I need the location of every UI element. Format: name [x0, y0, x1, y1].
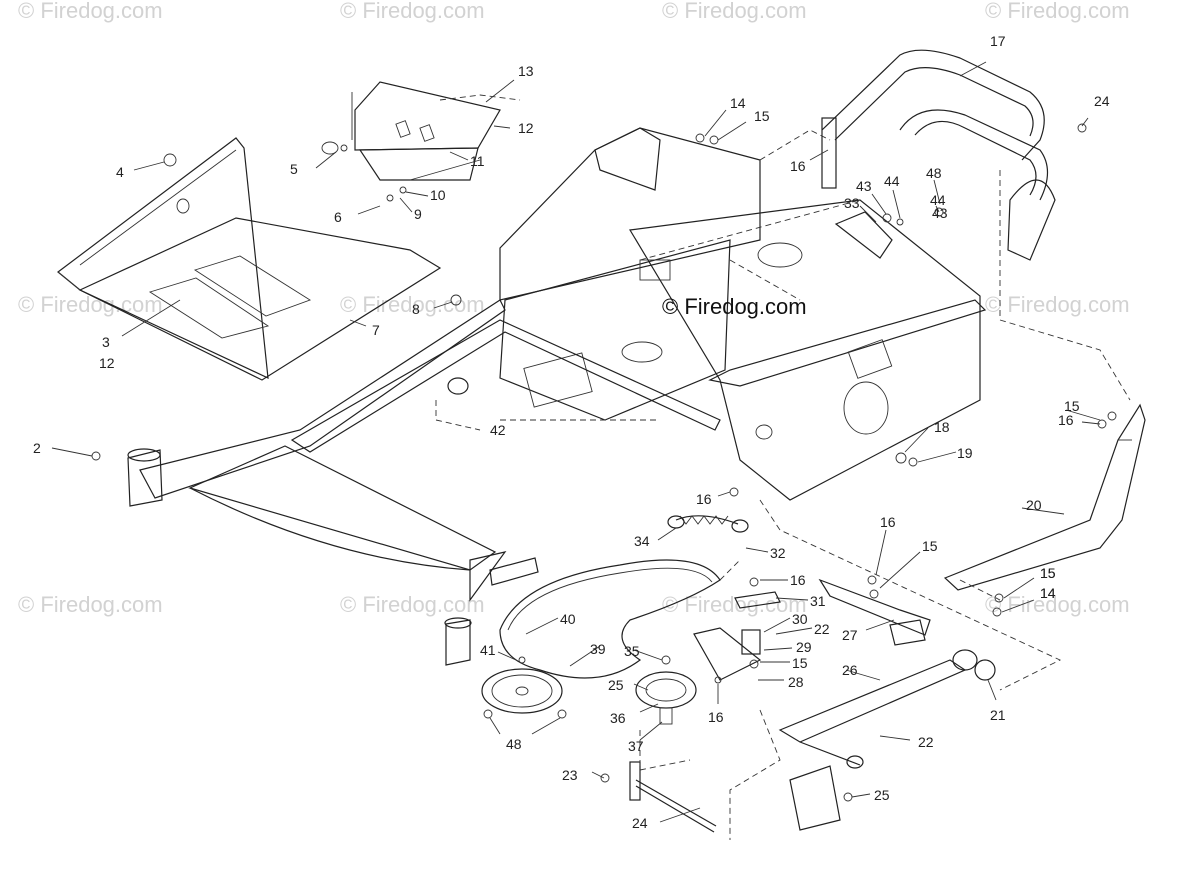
callout-label: 23 — [562, 767, 578, 783]
watermark-text: © Firedog.com — [340, 292, 485, 317]
callout-label: 9 — [414, 206, 422, 222]
callout-label: 26 — [842, 662, 858, 678]
callout-label: 16 — [708, 709, 724, 725]
callout-label: 31 — [810, 593, 826, 609]
callout-label: 25 — [874, 787, 890, 803]
watermark-text: © Firedog.com — [662, 592, 807, 617]
callout-label: 8 — [412, 301, 420, 317]
rear-pin — [629, 761, 841, 833]
side-bracket — [943, 403, 1146, 591]
callout-label: 40 — [560, 611, 576, 627]
callout-label: 37 — [628, 738, 644, 754]
watermark-text: © Firedog.com — [985, 292, 1130, 317]
callout-label: 22 — [814, 621, 830, 637]
callout-label: 15 — [754, 108, 770, 124]
callout-label: 20 — [1026, 497, 1042, 513]
callout-label: 15 — [922, 538, 938, 554]
callout-label: 30 — [792, 611, 808, 627]
callout-label: 16 — [696, 491, 712, 507]
callout-label: 12 — [518, 120, 534, 136]
callout-label: 36 — [610, 710, 626, 726]
drive-belt — [499, 559, 721, 679]
watermark-text: © Firedog.com — [18, 0, 163, 23]
callout-label: 16 — [880, 514, 896, 530]
callout-label: 42 — [490, 422, 506, 438]
callout-label: 44 — [884, 173, 900, 189]
callout-label: 35 — [624, 643, 640, 659]
callout-label: 17 — [990, 33, 1006, 49]
watermark-text: © Firedog.com — [985, 0, 1130, 23]
floor-pan — [57, 137, 442, 381]
callout-label: 15 — [792, 655, 808, 671]
callout-label: 11 — [470, 153, 485, 169]
watermark-text: © Firedog.com — [340, 0, 485, 23]
center-watermark: © Firedog.com — [662, 294, 807, 319]
callout-label: 34 — [634, 533, 650, 549]
callout-label: 14 — [1040, 585, 1056, 601]
callout-label: 25 — [608, 677, 624, 693]
callout-label: 4 — [116, 164, 124, 180]
callout-labels: 17 24 13 14 15 12 11 16 5 10 48 44 43 44… — [33, 33, 1110, 831]
callout-label: 24 — [632, 815, 648, 831]
callout-label: 28 — [788, 674, 804, 690]
watermark-text: © Firedog.com — [340, 592, 485, 617]
callout-label: 5 — [290, 161, 298, 177]
pulley-small — [635, 671, 697, 725]
watermark-text: © Firedog.com — [18, 592, 163, 617]
callout-label: 15 — [1040, 565, 1056, 581]
pulley-large — [481, 668, 563, 714]
callout-label: 39 — [590, 641, 606, 657]
lower-axle — [778, 578, 996, 769]
callout-label: 7 — [372, 322, 380, 338]
callout-label: 12 — [99, 355, 115, 371]
callout-label: 10 — [430, 187, 446, 203]
callout-label: 48 — [926, 165, 942, 181]
callout-label: 33 — [844, 195, 860, 211]
watermark-text: © Firedog.com — [18, 292, 163, 317]
callout-label: 41 — [480, 642, 496, 658]
assembly-lines — [435, 94, 1131, 840]
callout-label: 43 — [856, 178, 872, 194]
callout-label: 44 — [930, 192, 946, 208]
callout-label: 6 — [334, 209, 342, 225]
watermark-text: © Firedog.com — [662, 0, 807, 23]
callout-label: 3 — [102, 334, 110, 350]
callout-label: 18 — [934, 419, 950, 435]
front-axle — [127, 299, 721, 666]
callout-label: 27 — [842, 627, 858, 643]
callout-label: 14 — [1040, 585, 1056, 601]
callout-label: 24 — [1094, 93, 1110, 109]
callout-label: 32 — [770, 545, 786, 561]
callout-label: 48 — [506, 736, 522, 752]
watermark-layer: © Firedog.com © Firedog.com © Firedog.co… — [18, 0, 1130, 617]
callout-label: 16 — [1058, 412, 1074, 428]
callout-label: 29 — [796, 639, 812, 655]
callout-label: 13 — [518, 63, 534, 79]
watermark-text: © Firedog.com — [985, 592, 1130, 617]
control-panel — [321, 81, 501, 181]
hardware — [91, 123, 1117, 802]
callout-label: 2 — [33, 440, 41, 456]
handle-bar — [821, 49, 1056, 261]
callout-label: 16 — [790, 572, 806, 588]
callout-label: 16 — [790, 158, 806, 174]
callout-label: 15 — [1040, 565, 1056, 581]
callout-label: 19 — [957, 445, 973, 461]
leader-lines — [51, 61, 1101, 823]
callout-label: 22 — [918, 734, 934, 750]
callout-label: 15 — [1064, 398, 1080, 414]
callout-label: 14 — [730, 95, 746, 111]
callout-label: 21 — [990, 707, 1006, 723]
callout-label: 43 — [932, 205, 948, 221]
